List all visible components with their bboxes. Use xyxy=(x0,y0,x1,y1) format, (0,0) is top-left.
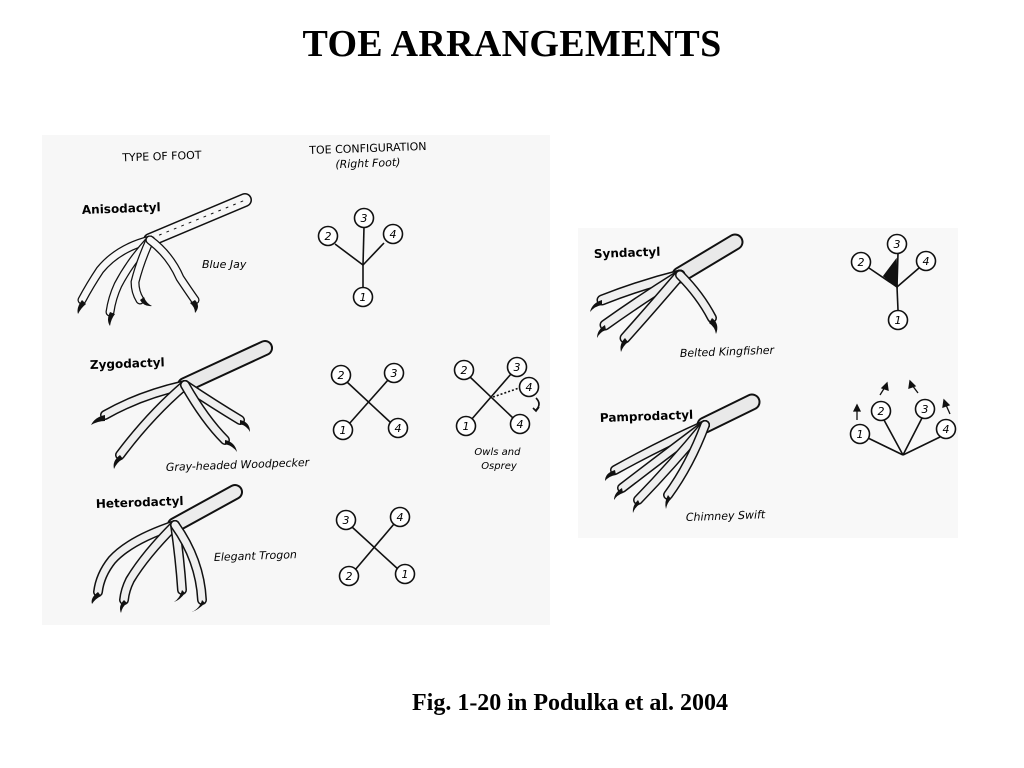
toe-number: 1 xyxy=(463,420,470,433)
toe-number: 3 xyxy=(361,212,368,225)
header-toe-configuration: TOE CONFIGURATION xyxy=(308,140,427,157)
toe-number: 4 xyxy=(517,418,524,431)
toe-number: 4 xyxy=(923,255,930,268)
toe-number: 4 xyxy=(390,228,397,241)
zygodactyl-foot-drawing xyxy=(100,340,273,460)
toe-3-circle xyxy=(353,207,375,229)
toe-number: 3 xyxy=(343,514,350,527)
toe-number: 2 xyxy=(878,405,885,418)
anisodactyl-toe-diagram xyxy=(317,207,404,308)
toe-3-circle xyxy=(506,356,528,378)
toe-1-circle xyxy=(887,309,909,331)
toe-number: 1 xyxy=(340,424,347,437)
toe-number: 3 xyxy=(391,367,398,380)
syndactyl-toe-diagram xyxy=(850,233,937,331)
toe-number: 2 xyxy=(346,570,353,583)
toe-4-circle xyxy=(935,418,957,440)
toe-2-circle xyxy=(317,225,339,247)
anisodactyl-foot-drawing xyxy=(77,193,252,317)
syndactyl-foot-drawing xyxy=(596,233,744,344)
foot-type-label: Zygodactyl xyxy=(90,355,165,372)
toe-4-circle xyxy=(518,376,540,398)
syndactyl-claws xyxy=(590,300,718,352)
toe-1-circle xyxy=(352,286,374,308)
anisodactyl-claws xyxy=(77,297,198,326)
toe-number: 3 xyxy=(514,361,521,374)
toe-2-circle xyxy=(850,251,872,273)
foot-type-label: Anisodactyl xyxy=(82,200,161,217)
toe-number: 4 xyxy=(395,422,402,435)
zygodactyl-claws xyxy=(91,415,250,469)
heterodactyl-foot-drawing xyxy=(93,484,243,605)
zygodactyl-toe-diagram xyxy=(330,362,409,441)
toe-2-circle xyxy=(330,364,352,386)
toe-4-circle xyxy=(915,250,937,272)
toe-number: 2 xyxy=(461,364,468,377)
heterodactyl-toe-diagram xyxy=(335,506,416,587)
toe-number: 4 xyxy=(526,381,533,394)
toe-2-circle xyxy=(453,359,475,381)
heterodactyl-claws xyxy=(91,590,205,613)
toe-2-circle xyxy=(870,400,892,422)
toe-number: 4 xyxy=(943,423,950,436)
owl-osprey-note: Owls and Osprey xyxy=(474,447,523,472)
pamprodactyl-claws xyxy=(605,470,671,513)
header-right-foot: (Right Foot) xyxy=(335,156,401,171)
toe-number: 2 xyxy=(325,230,332,243)
bird-name-label: Chimney Swift xyxy=(686,508,766,524)
slide-title: TOE ARRANGEMENTS xyxy=(302,23,722,65)
toe-number: 2 xyxy=(858,256,865,269)
toe-1-circle xyxy=(455,415,477,437)
fused-toe-web xyxy=(882,257,898,289)
foot-type-label: Pamprodactyl xyxy=(600,408,694,425)
bird-name-label: Blue Jay xyxy=(202,258,247,271)
toe-number: 3 xyxy=(894,238,901,251)
toe-1-circle xyxy=(394,563,416,585)
toe-4-circle xyxy=(387,417,409,439)
foot-type-label: Syndactyl xyxy=(594,245,661,261)
toe-number: 1 xyxy=(857,428,864,441)
owl-osprey-note-line-1: Owls and xyxy=(474,447,521,458)
bird-name-label: Gray-headed Woodpecker xyxy=(166,456,311,474)
toe-3-circle xyxy=(335,509,357,531)
toe-3-circle xyxy=(914,398,936,420)
right-panel xyxy=(578,228,958,538)
toe-3-circle xyxy=(886,233,908,255)
toe-2-circle xyxy=(338,565,360,587)
foot-type-label: Heterodactyl xyxy=(96,494,184,511)
toe-number: 1 xyxy=(360,291,367,304)
owl-osprey-toe-diagram xyxy=(453,356,540,437)
toe-number: 2 xyxy=(338,369,345,382)
toe-1-circle xyxy=(332,419,354,441)
owl-osprey-note-line-2: Osprey xyxy=(481,461,518,472)
toe-number: 3 xyxy=(922,403,929,416)
toe-4-circle xyxy=(382,223,404,245)
toe-number: 4 xyxy=(397,511,404,524)
toe-4-circle-back xyxy=(509,413,531,435)
toe-4-circle xyxy=(389,506,411,528)
figure-caption: Fig. 1-20 in Podulka et al. 2004 xyxy=(411,690,729,716)
toe-number: 1 xyxy=(895,314,902,327)
toe-3-circle xyxy=(383,362,405,384)
bird-name-label: Elegant Trogon xyxy=(214,548,298,564)
pamprodactyl-toe-diagram xyxy=(849,398,957,456)
toe-rotation-arrows xyxy=(852,379,951,420)
toe-1-circle xyxy=(849,423,871,445)
toe-number: 1 xyxy=(402,568,409,581)
pamprodactyl-foot-drawing xyxy=(610,393,761,505)
bird-name-label: Belted Kingfisher xyxy=(680,344,776,360)
toe-number-labels: 1 2 3 4 2 3 1 4 2 3 4 1 4 3 4 2 1 1 2 3 … xyxy=(325,212,950,583)
header-type-of-foot: TYPE OF FOOT xyxy=(121,149,202,165)
